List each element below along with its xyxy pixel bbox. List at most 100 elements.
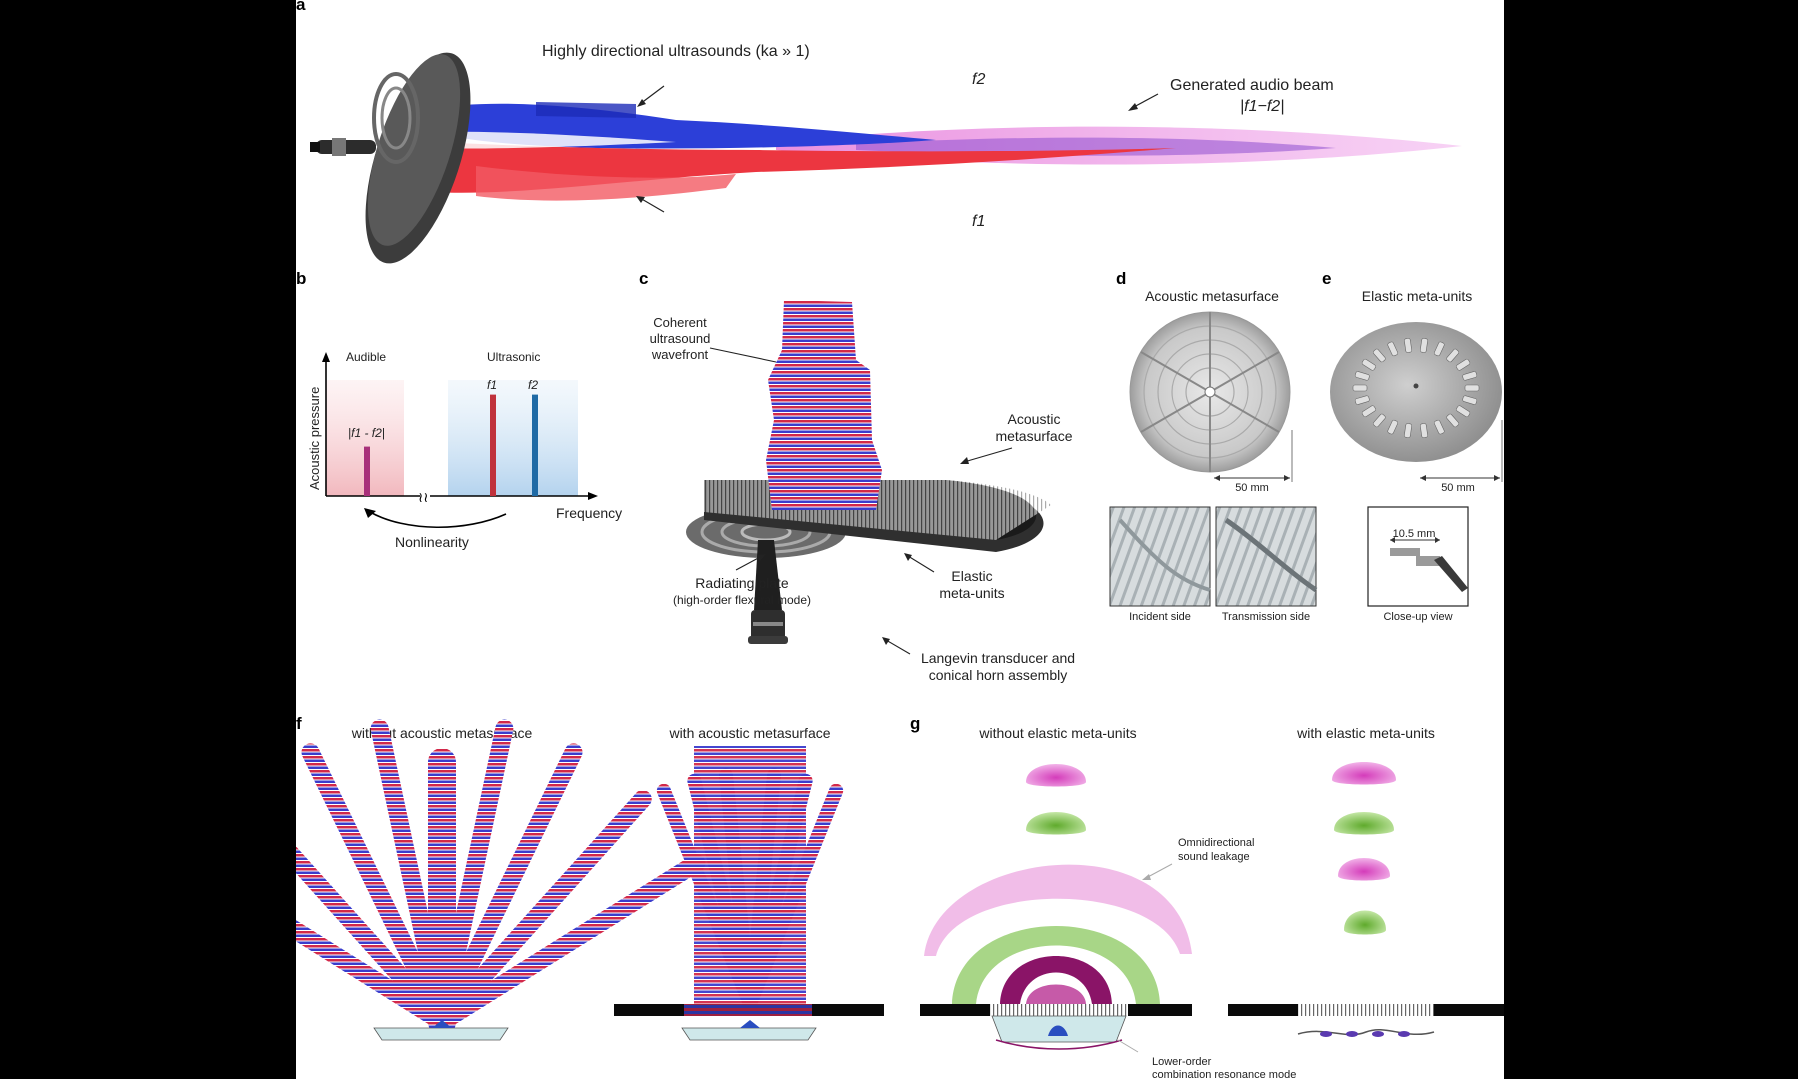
directional-ultrasound-illustration — [310, 52, 1462, 264]
coherent-label-1: Coherent — [653, 315, 707, 330]
f1-label-b: f1 — [487, 378, 497, 392]
elastic-label-1: Elastic — [951, 568, 992, 584]
f2-label-a: f2 — [972, 71, 985, 88]
ultrasonic-label: Ultrasonic — [487, 350, 540, 364]
radiating-label-1: Radiating plate — [695, 575, 789, 591]
panel-e-title: Elastic meta-units — [1362, 288, 1472, 304]
omnidirectional-leakage-arc — [924, 864, 1192, 956]
beam-lobe — [296, 920, 451, 1031]
beam-lobe — [433, 790, 652, 1031]
meta-unit-slot — [1361, 405, 1376, 418]
meta-unit-slot — [1446, 348, 1460, 363]
nonlinearity-arrow — [369, 511, 507, 529]
panel-label-b: b — [296, 269, 306, 288]
radiating-label-2: (high-order flexural mode) — [673, 593, 811, 607]
beam-lobe — [433, 719, 514, 1031]
meta-unit-slot — [1404, 338, 1413, 353]
meta-unit-slot — [1372, 348, 1386, 363]
y-axis-label: Acoustic pressure — [307, 387, 322, 490]
meta-unit-slot — [1464, 384, 1480, 392]
f2-label-b: f2 — [528, 378, 538, 392]
incident-side-photo — [1109, 506, 1211, 607]
langevin-label-1: Langevin transducer and — [921, 650, 1075, 666]
panel-label-e: e — [1322, 269, 1331, 288]
field-without-elastic-meta-units — [920, 764, 1192, 1050]
audio-beam-arrow — [1131, 93, 1159, 109]
field-without-metasurface — [296, 719, 706, 1041]
coherent-label-3: wavefront — [651, 347, 709, 362]
meta-unit-slot — [1433, 341, 1445, 357]
panel-f-left-title: without acoustic metasurface — [351, 725, 533, 741]
meta-unit-slot — [1462, 395, 1478, 405]
scale-10-5mm: 10.5 mm — [1393, 528, 1436, 540]
acoustic-metasurface-photo — [1129, 311, 1291, 473]
panel-label-a: a — [296, 0, 306, 14]
meta-unit-slot — [1462, 371, 1478, 381]
meta-unit-slot — [1456, 405, 1471, 418]
panel-label-f: f — [296, 714, 302, 733]
bar-f2 — [532, 394, 538, 496]
transmission-side-label: Transmission side — [1222, 611, 1310, 623]
beam-lobe — [301, 743, 451, 1031]
meta-unit-slot — [1404, 423, 1413, 438]
meta-unit-slot — [1354, 395, 1370, 405]
panel-f-right-title: with acoustic metasurface — [668, 725, 830, 741]
field-with-elastic-meta-units — [1228, 762, 1504, 1037]
figure: a Highly directional ultrasounds (ka » 1… — [296, 0, 1504, 1079]
f1-label-a: f1 — [972, 213, 985, 230]
lower-order-label-1: Lower-order — [1152, 1056, 1212, 1068]
coherent-wavefront — [766, 300, 882, 510]
panel-label-g: g — [910, 714, 920, 733]
beam-lobe — [433, 854, 706, 1031]
incident-side-label: Incident side — [1129, 611, 1191, 623]
diff-label: |f1 - f2| — [348, 426, 385, 440]
panel-g-left-title: without elastic meta-units — [978, 725, 1136, 741]
meta-unit-slot — [1372, 413, 1386, 428]
bar-f1-minus-f2 — [364, 446, 370, 496]
panel-label-c: c — [639, 269, 648, 288]
meta-unit-slot — [1456, 358, 1471, 371]
bar-f1 — [490, 394, 496, 496]
svg-text:≀≀: ≀≀ — [418, 489, 429, 505]
acoustic-meta-label-1: Acoustic — [1008, 411, 1061, 427]
lower-order-label-2: combination resonance mode — [1152, 1069, 1296, 1079]
meta-unit-slot — [1433, 419, 1445, 435]
scale-50mm-d: 50 mm — [1235, 482, 1269, 494]
langevin-label-2: conical horn assembly — [929, 667, 1068, 683]
scale-50mm-e: 50 mm — [1441, 482, 1475, 494]
audible-label: Audible — [346, 350, 386, 364]
meta-unit-slot — [1387, 419, 1399, 435]
f1-arrow — [639, 197, 665, 213]
acoustic-meta-label-2: metasurface — [995, 428, 1072, 444]
elastic-label-2: meta-units — [939, 585, 1004, 601]
meta-unit-slot — [1446, 413, 1460, 428]
audio-beam-label: Generated audio beam — [1170, 77, 1334, 94]
field-with-metasurface — [614, 746, 884, 1041]
beam-lobe — [433, 743, 583, 1031]
beam-lobe — [296, 846, 451, 1031]
spectrum-chart: ≀≀ — [322, 352, 598, 529]
f2-arrow — [639, 85, 665, 105]
meta-unit-slot — [1361, 358, 1376, 371]
panel-g-right-title: with elastic meta-units — [1296, 725, 1435, 741]
closeup-label: Close-up view — [1383, 611, 1452, 623]
omni-label-1: Omnidirectional — [1178, 837, 1254, 849]
meta-unit-slot — [1419, 338, 1428, 353]
panel-label-d: d — [1116, 269, 1126, 288]
panel-d-title: Acoustic metasurface — [1145, 288, 1279, 304]
audio-beam-formula: |f1−f2| — [1240, 98, 1284, 115]
meta-unit-slot — [1354, 371, 1370, 381]
x-axis-label: Frequency — [556, 505, 622, 521]
panel-a-title: Highly directional ultrasounds (ka » 1) — [542, 43, 810, 60]
meta-unit-slot — [1387, 341, 1399, 357]
coherent-label-2: ultrasound — [650, 331, 711, 346]
beam-lobe — [718, 768, 757, 1011]
beam-lobe — [743, 783, 844, 1011]
elastic-meta-units-photo — [1330, 322, 1502, 462]
metasurface-exploded-view — [686, 300, 1051, 644]
nonlinearity-label: Nonlinearity — [395, 534, 469, 550]
meta-unit-slot — [1419, 423, 1428, 438]
ultrasonic-band — [448, 380, 578, 496]
omni-label-2: sound leakage — [1178, 851, 1250, 863]
meta-unit-slot — [1352, 384, 1368, 392]
